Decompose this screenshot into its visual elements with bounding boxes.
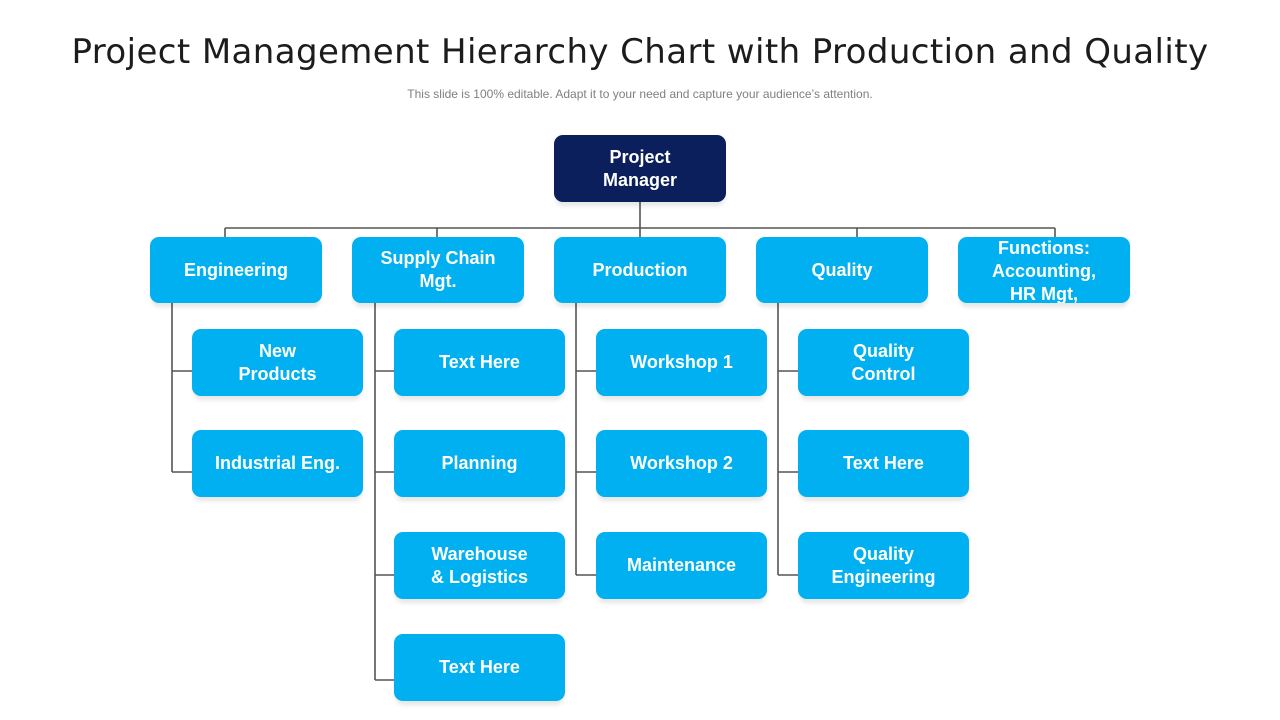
node-engineering[interactable]: Engineering	[150, 237, 322, 303]
node-planning[interactable]: Planning	[394, 430, 565, 497]
node-other-functions[interactable]: Other Functions: Accounting, HR Mgt,	[958, 237, 1130, 303]
page-subtitle: This slide is 100% editable. Adapt it to…	[407, 87, 873, 101]
node-supply-chain[interactable]: Supply Chain Mgt.	[352, 237, 524, 303]
node-workshop-1[interactable]: Workshop 1	[596, 329, 767, 396]
node-warehouse-logistics[interactable]: Warehouse & Logistics	[394, 532, 565, 599]
node-workshop-2[interactable]: Workshop 2	[596, 430, 767, 497]
node-new-products[interactable]: New Products	[192, 329, 363, 396]
node-maintenance[interactable]: Maintenance	[596, 532, 767, 599]
node-production[interactable]: Production	[554, 237, 726, 303]
node-project-manager[interactable]: Project Manager	[554, 135, 726, 202]
other-functions-label: Other Functions: Accounting, HR Mgt,	[992, 238, 1096, 303]
node-industrial-eng[interactable]: Industrial Eng.	[192, 430, 363, 497]
node-quality[interactable]: Quality	[756, 237, 928, 303]
node-supply-text-here-1[interactable]: Text Here	[394, 329, 565, 396]
node-quality-text-here[interactable]: Text Here	[798, 430, 969, 497]
node-quality-control[interactable]: Quality Control	[798, 329, 969, 396]
node-supply-text-here-2[interactable]: Text Here	[394, 634, 565, 701]
page-title: Project Management Hierarchy Chart with …	[71, 32, 1209, 72]
node-quality-engineering[interactable]: Quality Engineering	[798, 532, 969, 599]
